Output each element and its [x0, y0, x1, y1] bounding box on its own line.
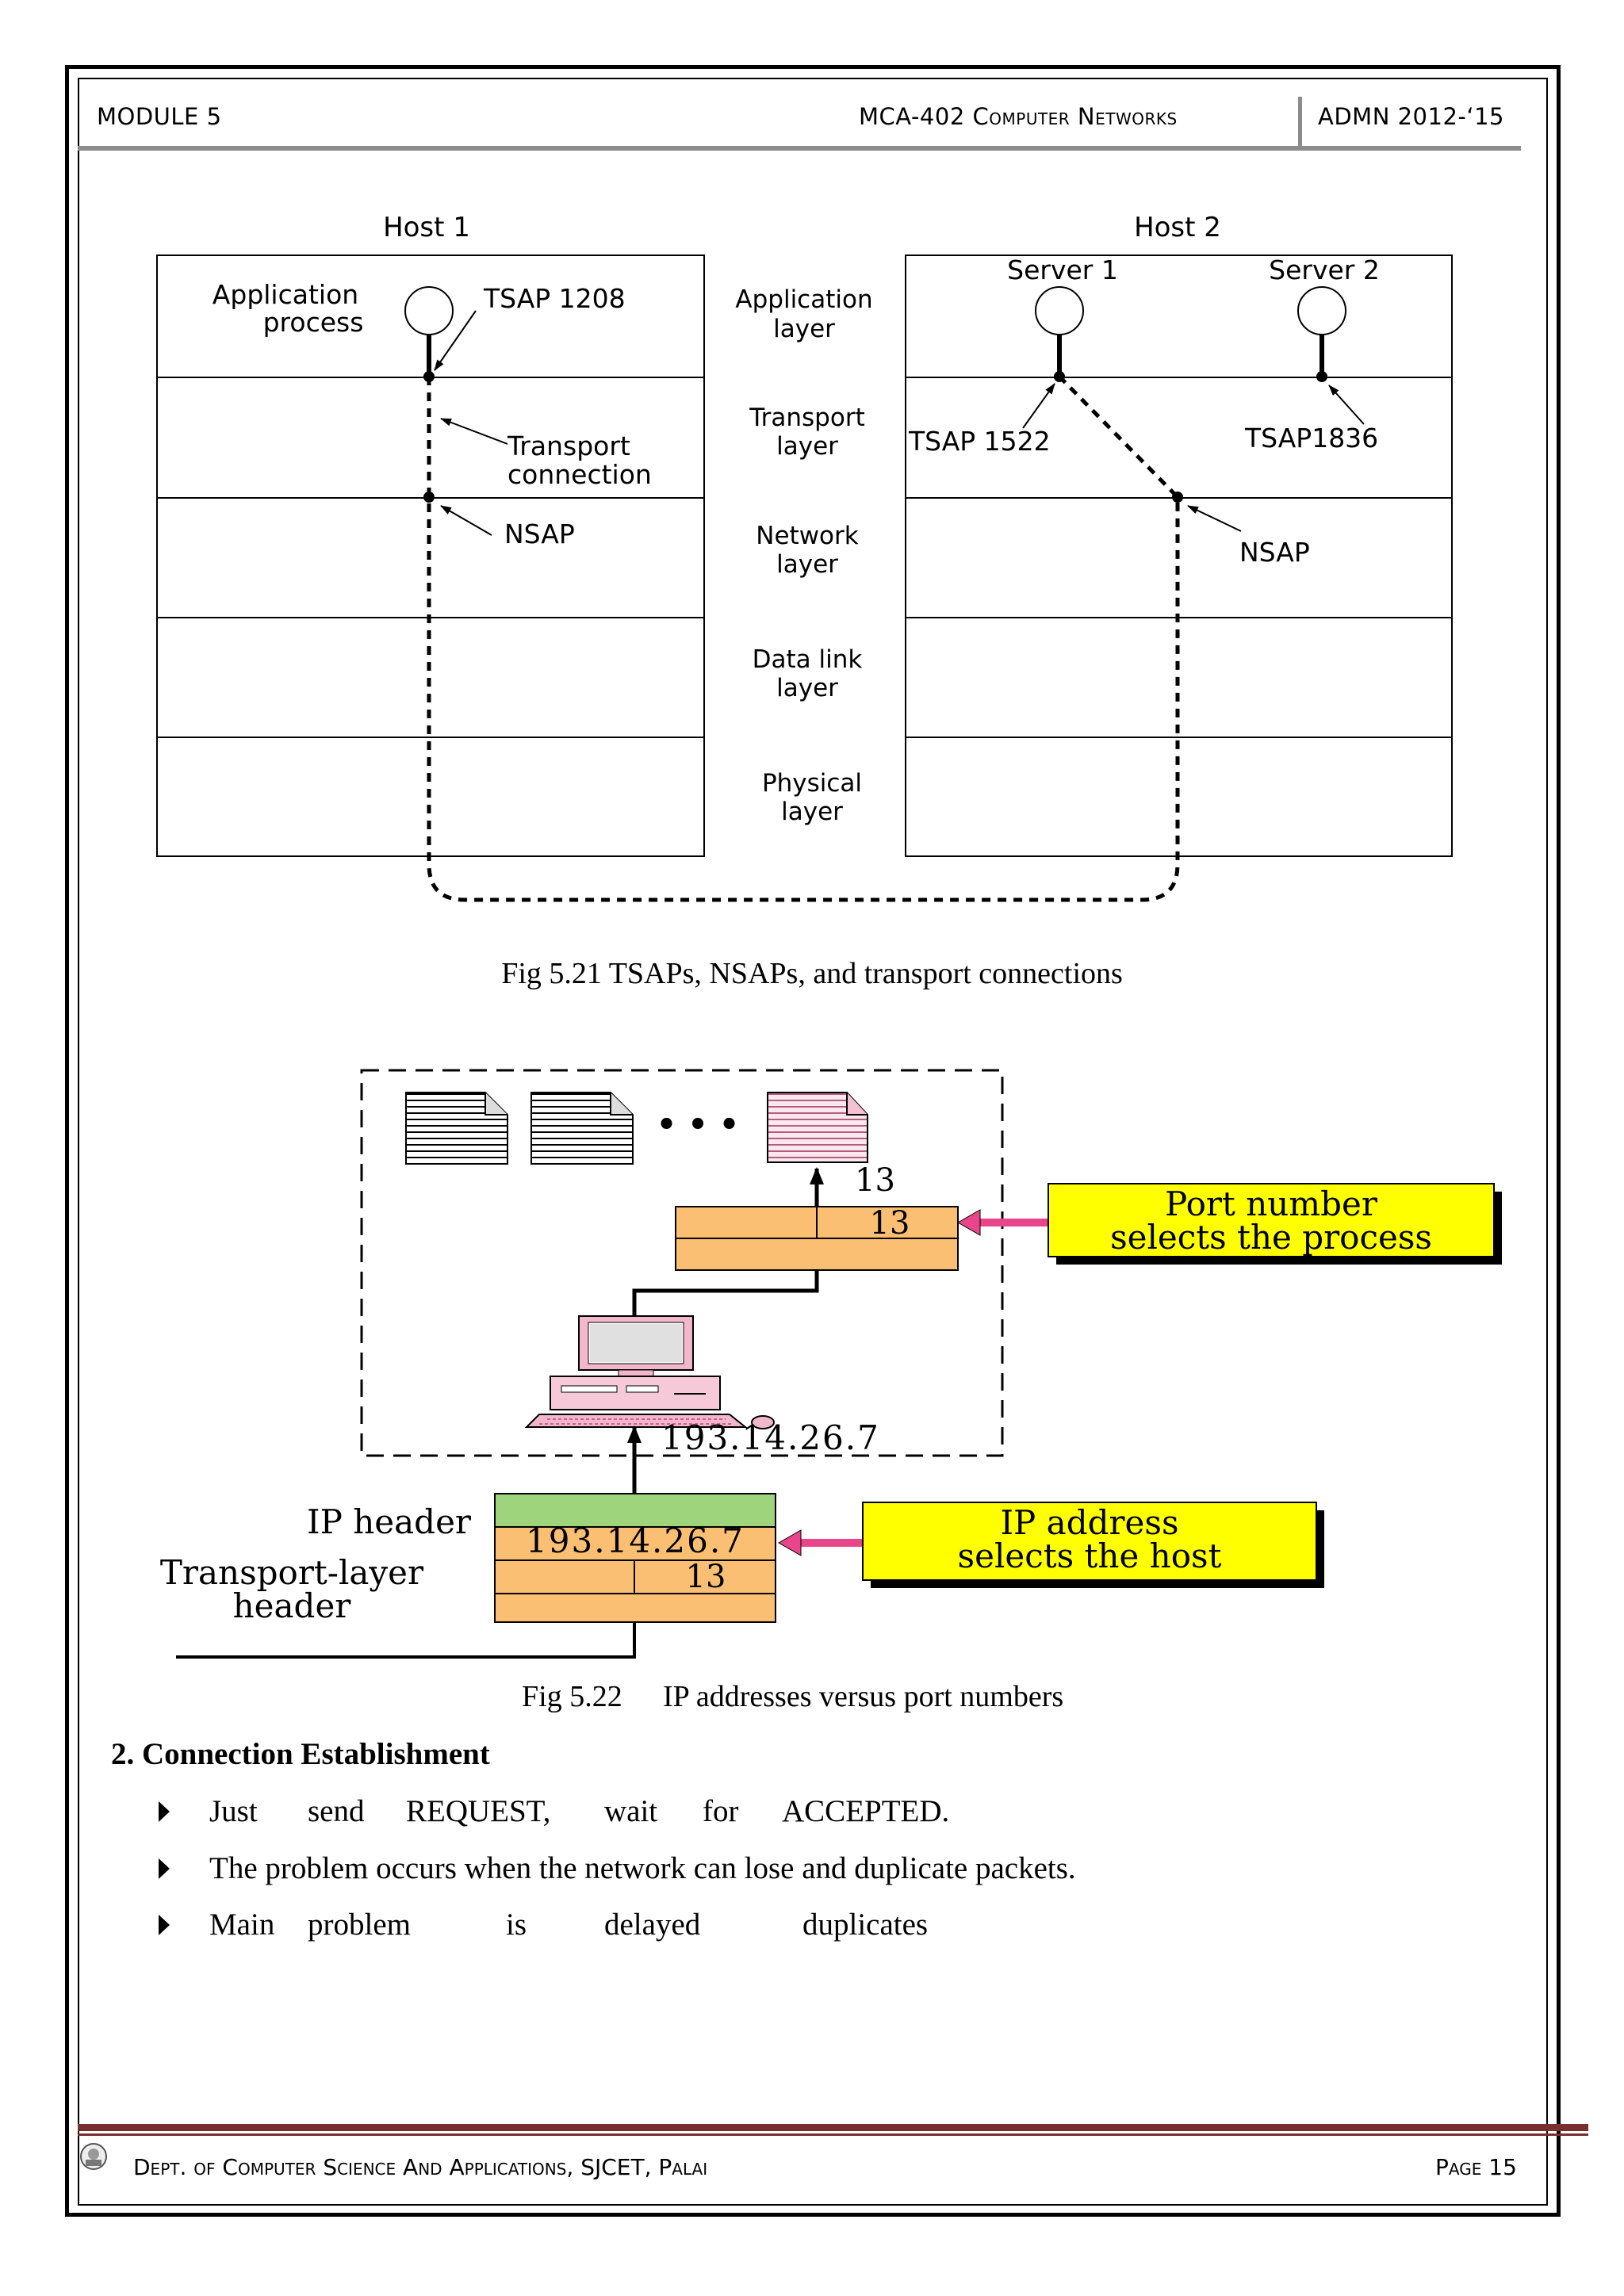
fig-5-22-caption-text: IP addresses versus port numbers — [663, 1680, 1064, 1713]
bullet1-word: wait — [604, 1794, 658, 1828]
transport-connection-label-2: connection — [508, 459, 652, 490]
layer-label-application: Application — [735, 285, 872, 314]
layer-label-transport-2: layer — [776, 432, 838, 461]
app-process-label: Application — [213, 279, 358, 310]
layer-label-datalink: Data link — [753, 645, 863, 674]
port-13-label: 13 — [855, 1162, 895, 1199]
header-module: MODULE 5 — [97, 103, 222, 130]
tsap-1522-label: TSAP 1522 — [908, 426, 1051, 457]
bullet1-word: send — [308, 1794, 365, 1828]
bullet3-word: duplicates — [802, 1908, 929, 1942]
bullet1-word: ACCEPTED. — [782, 1794, 950, 1828]
footer-page: Page 15 — [1435, 2154, 1517, 2180]
college-logo-icon — [80, 2143, 107, 2170]
bullet-arrow-icon — [159, 1915, 170, 1935]
footer-rule-thin — [78, 2133, 1588, 2136]
layer-label-datalink-2: layer — [776, 674, 838, 702]
tsap-1208-label: TSAP 1208 — [483, 283, 626, 314]
transport-connection-label: Transport — [507, 430, 630, 461]
ip-box-value: 193.14.26.7 — [526, 1521, 745, 1560]
fig-5-21-caption: Fig 5.21 TSAPs, NSAPs, and transport con… — [501, 957, 1123, 990]
section-heading: 2. Connection Establishment — [111, 1737, 490, 1771]
ip-callout-box — [862, 1502, 1317, 1581]
transport-header-label-2: header — [233, 1586, 352, 1625]
bullet-arrow-icon — [159, 1801, 170, 1822]
port-callout-line2: selects the process — [1110, 1218, 1432, 1257]
process-document-icon — [530, 1092, 634, 1165]
nsap-right-label: NSAP — [1239, 537, 1310, 568]
layer-label-application-2: layer — [773, 315, 835, 343]
bullet2-text: The problem occurs when the network can … — [209, 1851, 1076, 1885]
layer-label-physical-2: layer — [781, 798, 843, 826]
server1-label: Server 1 — [1007, 254, 1118, 285]
bullet1-word: REQUEST, — [406, 1794, 551, 1828]
bullet3-word: Main — [209, 1908, 275, 1942]
selected-process-document-icon — [767, 1092, 868, 1163]
ellipsis-dots: • • • — [657, 1107, 740, 1143]
header-rule — [78, 146, 1521, 151]
bullet1-word: for — [703, 1794, 739, 1828]
host2-label: Host 2 — [1134, 212, 1221, 243]
footer-rule — [78, 2124, 1588, 2131]
port-box-bottom-value: 13 — [686, 1559, 726, 1595]
footer-dept: Dept. of Computer Science And Applicatio… — [133, 2154, 708, 2180]
app-process-circle — [404, 286, 454, 335]
process-document-icon — [405, 1092, 508, 1165]
server2-circle — [1297, 286, 1346, 335]
header-course: MCA-402 Computer Networks — [859, 103, 1178, 130]
header-admn: ADMN 2012-‘15 — [1318, 103, 1504, 130]
port-box-value: 13 — [870, 1205, 910, 1242]
tsap-1836-label: TSAP1836 — [1244, 423, 1378, 453]
bullet1-word: Just — [209, 1794, 258, 1828]
header-separator — [1298, 97, 1302, 149]
bullet3-word: problem — [308, 1908, 411, 1942]
page-border-outer — [65, 65, 1561, 2217]
ip-header-label: IP header — [307, 1502, 472, 1541]
page-border-inner — [78, 78, 1548, 2206]
layer-label-transport: Transport — [749, 404, 864, 432]
computer-icon — [524, 1315, 775, 1429]
bullet3-word: delayed — [604, 1908, 701, 1942]
transport-header-label: Transport-layer — [160, 1553, 424, 1592]
layer-label-physical: Physical — [762, 769, 862, 798]
ip-callout-line2: selects the host — [958, 1536, 1222, 1575]
transport-connection-path — [427, 375, 1180, 902]
server1-circle — [1035, 286, 1084, 335]
layer-label-network: Network — [756, 522, 858, 550]
layer-label-network-2: layer — [776, 550, 838, 579]
packet-bottom-box — [494, 1593, 776, 1623]
bullet3-word: is — [506, 1908, 527, 1942]
nsap-left-label: NSAP — [504, 519, 575, 549]
host1-label: Host 1 — [383, 212, 470, 243]
fig-5-22-diagram: • • • 13 13 Port number selects the proc… — [160, 1069, 1502, 1659]
app-process-label-2: process — [263, 307, 364, 338]
fig-5-22-caption-number: Fig 5.22 — [522, 1680, 622, 1713]
ip-address-under-pc: 193.14.26.7 — [661, 1418, 880, 1457]
port-callout-line1: Port number — [1165, 1184, 1378, 1223]
port-callout-box — [1048, 1183, 1495, 1257]
server2-label: Server 2 — [1269, 254, 1380, 285]
ip-callout-line1: IP address — [1000, 1503, 1178, 1542]
bullet-arrow-icon — [159, 1858, 170, 1879]
fig-5-21-diagram: Host 1 Host 2 Application layer Transpor… — [156, 212, 1453, 902]
ip-header-box — [494, 1493, 776, 1528]
